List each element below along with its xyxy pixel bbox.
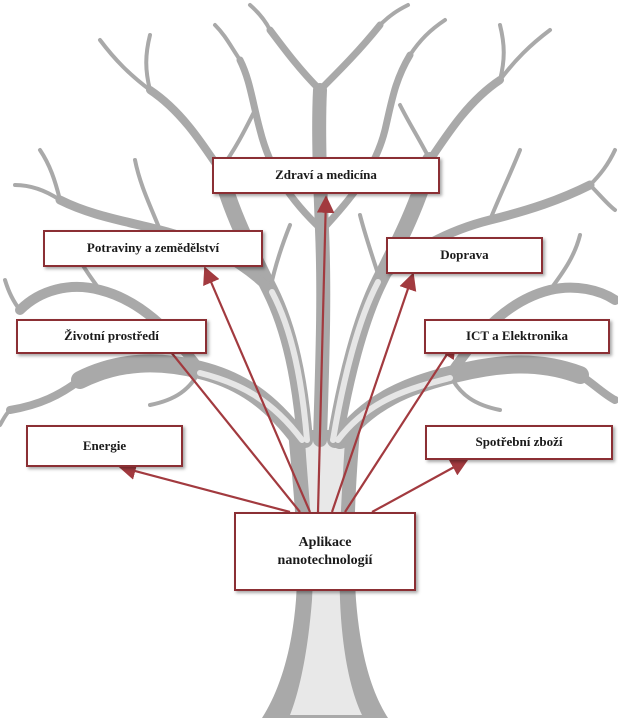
tree-illustration xyxy=(0,5,615,718)
branch-label-environment: Životní prostředí xyxy=(16,319,207,354)
arrow-energy xyxy=(120,467,290,512)
branch-label-energy: Energie xyxy=(26,425,183,467)
branch-label-transport: Doprava xyxy=(386,237,543,274)
branch-label-health: Zdraví a medicína xyxy=(212,157,440,194)
branch-label-consumer: Spotřební zboží xyxy=(425,425,613,460)
arrow-consumer xyxy=(372,460,467,512)
branch-label-food: Potraviny a zemědělství xyxy=(43,230,263,267)
branch-label-ict: ICT a Elektronika xyxy=(424,319,610,354)
